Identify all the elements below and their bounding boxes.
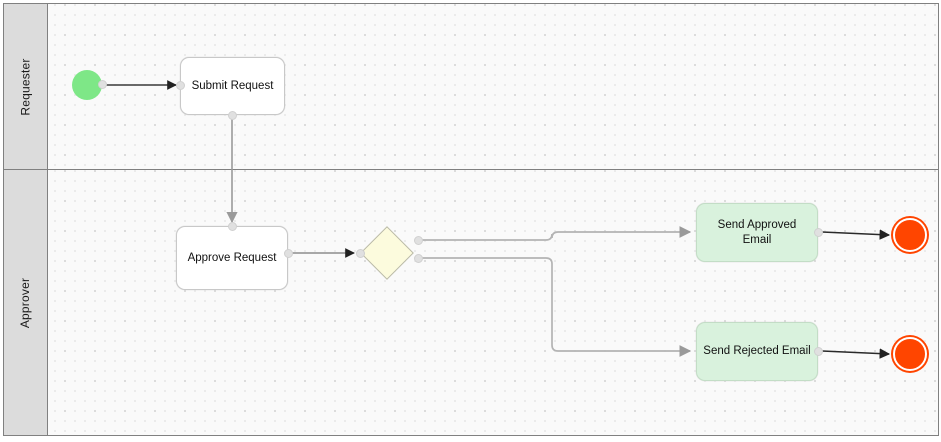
port-submit-left bbox=[176, 81, 185, 90]
port-gateway-left bbox=[356, 249, 365, 258]
task-submit-request[interactable]: Submit Request bbox=[180, 57, 285, 115]
port-rejected-right bbox=[814, 347, 823, 356]
task-send-rejected-email-label: Send Rejected Email bbox=[703, 345, 811, 358]
lane-header-approver[interactable]: Approver bbox=[4, 170, 48, 435]
end-event-approved-node[interactable] bbox=[893, 218, 927, 252]
task-send-approved-email-label: Send Approved Email bbox=[717, 219, 797, 246]
lane-label-requester: Requester bbox=[18, 57, 33, 116]
lane-requester[interactable]: Requester bbox=[4, 4, 938, 169]
task-submit-request-label: Submit Request bbox=[191, 79, 274, 92]
task-approve-request[interactable]: Approve Request bbox=[176, 226, 288, 290]
port-approve-right bbox=[284, 249, 293, 258]
port-approved-right bbox=[814, 228, 823, 237]
port-submit-bottom bbox=[228, 111, 237, 120]
port-approve-top bbox=[228, 222, 237, 231]
port-start-right bbox=[98, 80, 107, 89]
task-send-rejected-email[interactable]: Send Rejected Email bbox=[696, 322, 818, 381]
task-send-approved-email[interactable]: Send Approved Email bbox=[696, 203, 818, 262]
start-event-node[interactable] bbox=[72, 70, 102, 100]
port-gateway-top-right bbox=[414, 236, 423, 245]
lane-label-approver: Approver bbox=[18, 277, 33, 328]
port-gateway-bottom-right bbox=[414, 254, 423, 263]
lane-header-requester[interactable]: Requester bbox=[4, 4, 48, 169]
task-approve-request-label: Approve Request bbox=[187, 251, 277, 264]
end-event-rejected-node[interactable] bbox=[893, 337, 927, 371]
